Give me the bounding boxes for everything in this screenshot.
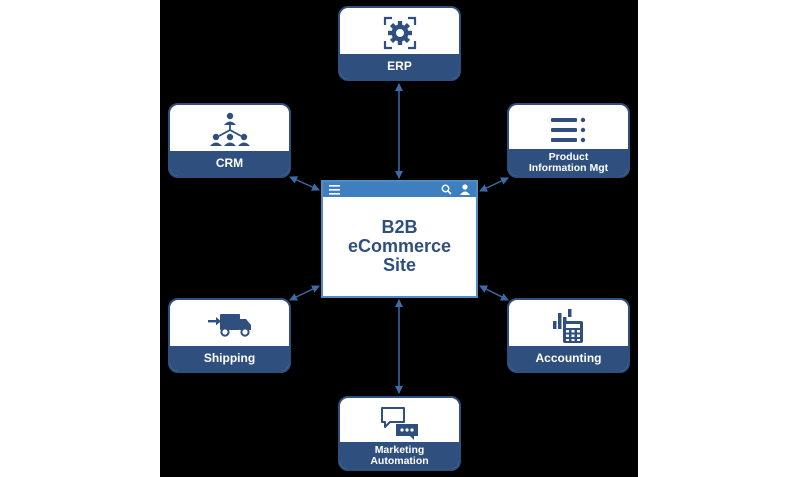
user-icon <box>460 184 470 195</box>
center-title: B2B eCommerce Site <box>347 217 452 275</box>
arrow-pim <box>479 177 509 192</box>
crm-node: CRM <box>168 103 291 178</box>
search-icon <box>441 184 452 195</box>
erp-node: ERP <box>338 6 461 81</box>
delivery-truck-icon <box>207 314 251 337</box>
accounting-label: Accounting <box>509 346 628 371</box>
browser-toolbar <box>323 182 476 197</box>
b2b-ecommerce-site-window: B2B eCommerce Site <box>321 180 478 298</box>
accounting-node: Accounting <box>507 298 630 373</box>
shipping-node: Shipping <box>168 298 291 373</box>
arrow-crm <box>289 176 320 191</box>
shipping-label: Shipping <box>170 346 289 371</box>
network-users-icon <box>209 112 250 146</box>
marketing-automation-node: Marketing Automation <box>338 396 461 471</box>
arrow-shipping <box>289 285 320 301</box>
erp-label: ERP <box>340 54 459 79</box>
marketing-automation-label: Marketing Automation <box>340 442 459 469</box>
pim-label: Product Information Mgt <box>509 149 628 176</box>
calculator-chart-icon <box>552 309 583 343</box>
menu-icon <box>329 185 340 195</box>
list-icon <box>550 117 585 143</box>
gear-icon <box>383 16 416 50</box>
crm-label: CRM <box>170 151 289 176</box>
arrow-accounting <box>479 285 509 301</box>
chat-bubbles-icon <box>380 407 418 440</box>
pim-node: Product Information Mgt <box>507 103 630 178</box>
